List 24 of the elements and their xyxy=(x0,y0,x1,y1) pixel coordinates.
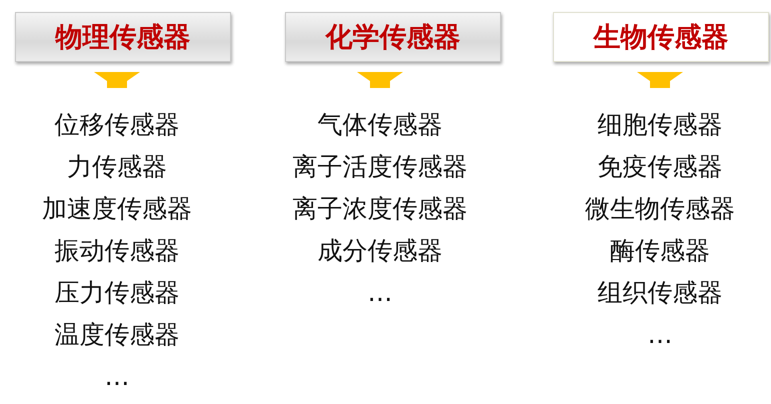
list-item: … xyxy=(368,277,392,309)
down-arrow xyxy=(357,72,403,88)
category-header: 化学传感器 xyxy=(285,12,501,62)
list-item: 离子浓度传感器 xyxy=(292,193,468,225)
list-item: 组织传感器 xyxy=(598,277,722,309)
list-item: 气体传感器 xyxy=(318,109,442,141)
list-item: 细胞传感器 xyxy=(598,109,722,141)
down-arrow xyxy=(637,72,683,88)
list-item: 温度传感器 xyxy=(54,319,180,351)
list-item: 免疫传感器 xyxy=(598,151,722,183)
list-item: 酶传感器 xyxy=(610,235,710,267)
list-item: 加速度传感器 xyxy=(42,193,192,225)
list-item: 成分传感器 xyxy=(318,235,442,267)
list-item: … xyxy=(104,361,130,393)
category-header: 生物传感器 xyxy=(553,12,769,62)
list-item: 力传感器 xyxy=(67,151,167,183)
list-item: 位移传感器 xyxy=(54,109,180,141)
down-arrow xyxy=(94,72,140,88)
category-header: 物理传感器 xyxy=(15,12,231,62)
list-item: 振动传感器 xyxy=(54,235,180,267)
list-item: 微生物传感器 xyxy=(585,193,735,225)
list-item: 离子活度传感器 xyxy=(292,151,468,183)
list-item: 压力传感器 xyxy=(54,277,180,309)
list-item: … xyxy=(648,319,672,351)
